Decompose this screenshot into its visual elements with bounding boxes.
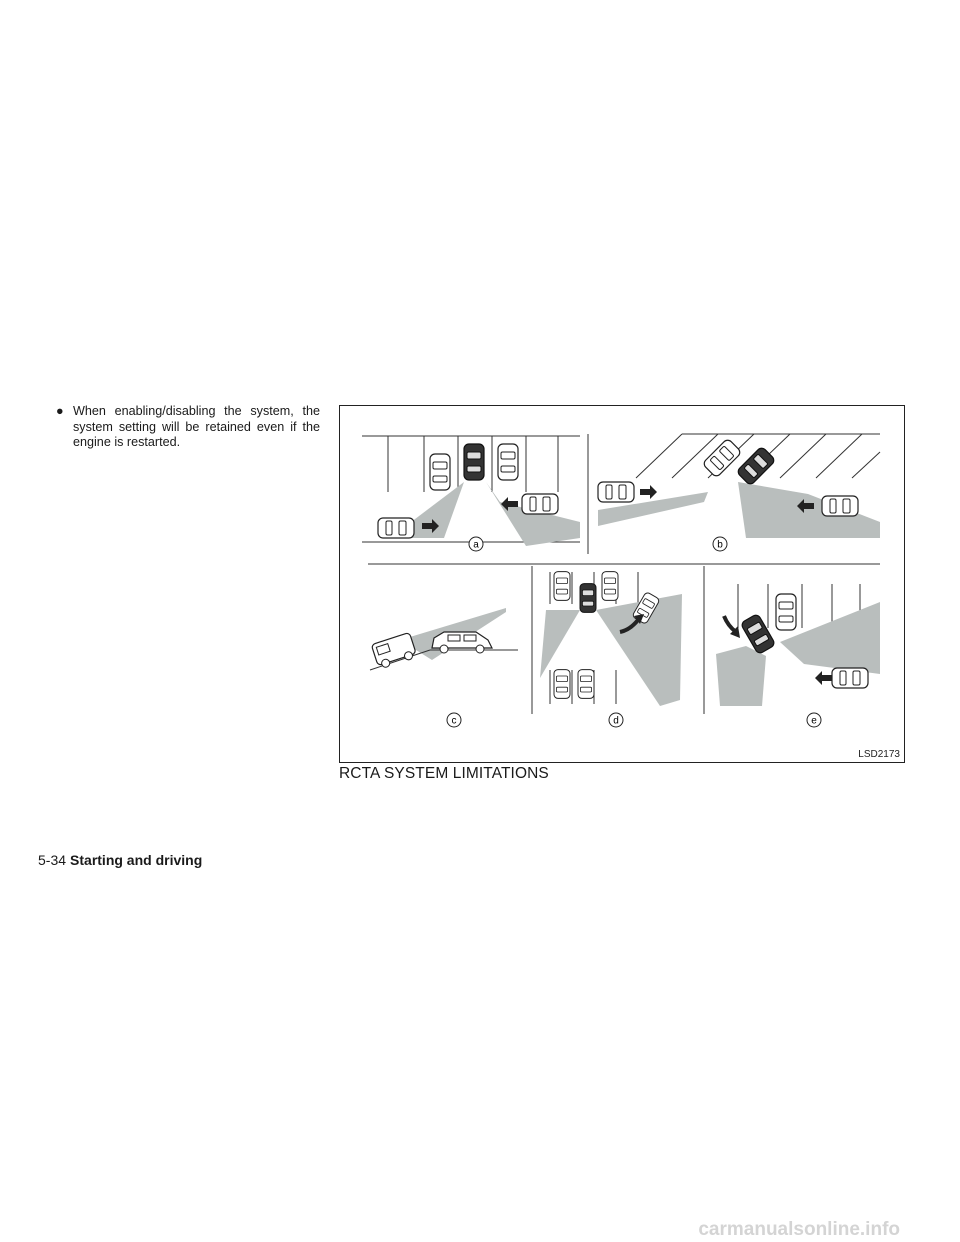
figure-code: LSD2173 [858,749,900,760]
panel-label-b: b [717,540,723,551]
watermark: carmanualsonline.info [698,1219,900,1240]
page-number: 5-34 [38,852,67,868]
figure-illustration: a b [362,433,881,728]
panel-b: b [597,433,881,552]
section-title: Starting and driving [70,852,203,868]
panel-label-a: a [473,540,479,551]
panel-label-d: d [613,716,619,727]
panel-label-e: e [811,716,817,727]
figure-caption: RCTA SYSTEM LIMITATIONS [339,765,549,782]
bullet-item: ● When enabling/disabling the system, th… [56,404,320,451]
panel-c: c [369,608,518,728]
bullet-text: When enabling/disabling the system, the … [73,404,320,449]
rcta-limitations-figure: a b [339,405,905,763]
bullet-dot: ● [56,404,64,418]
panel-label-c: c [452,716,457,727]
panel-e: e [712,563,880,728]
panel-a: a [362,435,580,552]
panel-d: d [540,571,682,728]
